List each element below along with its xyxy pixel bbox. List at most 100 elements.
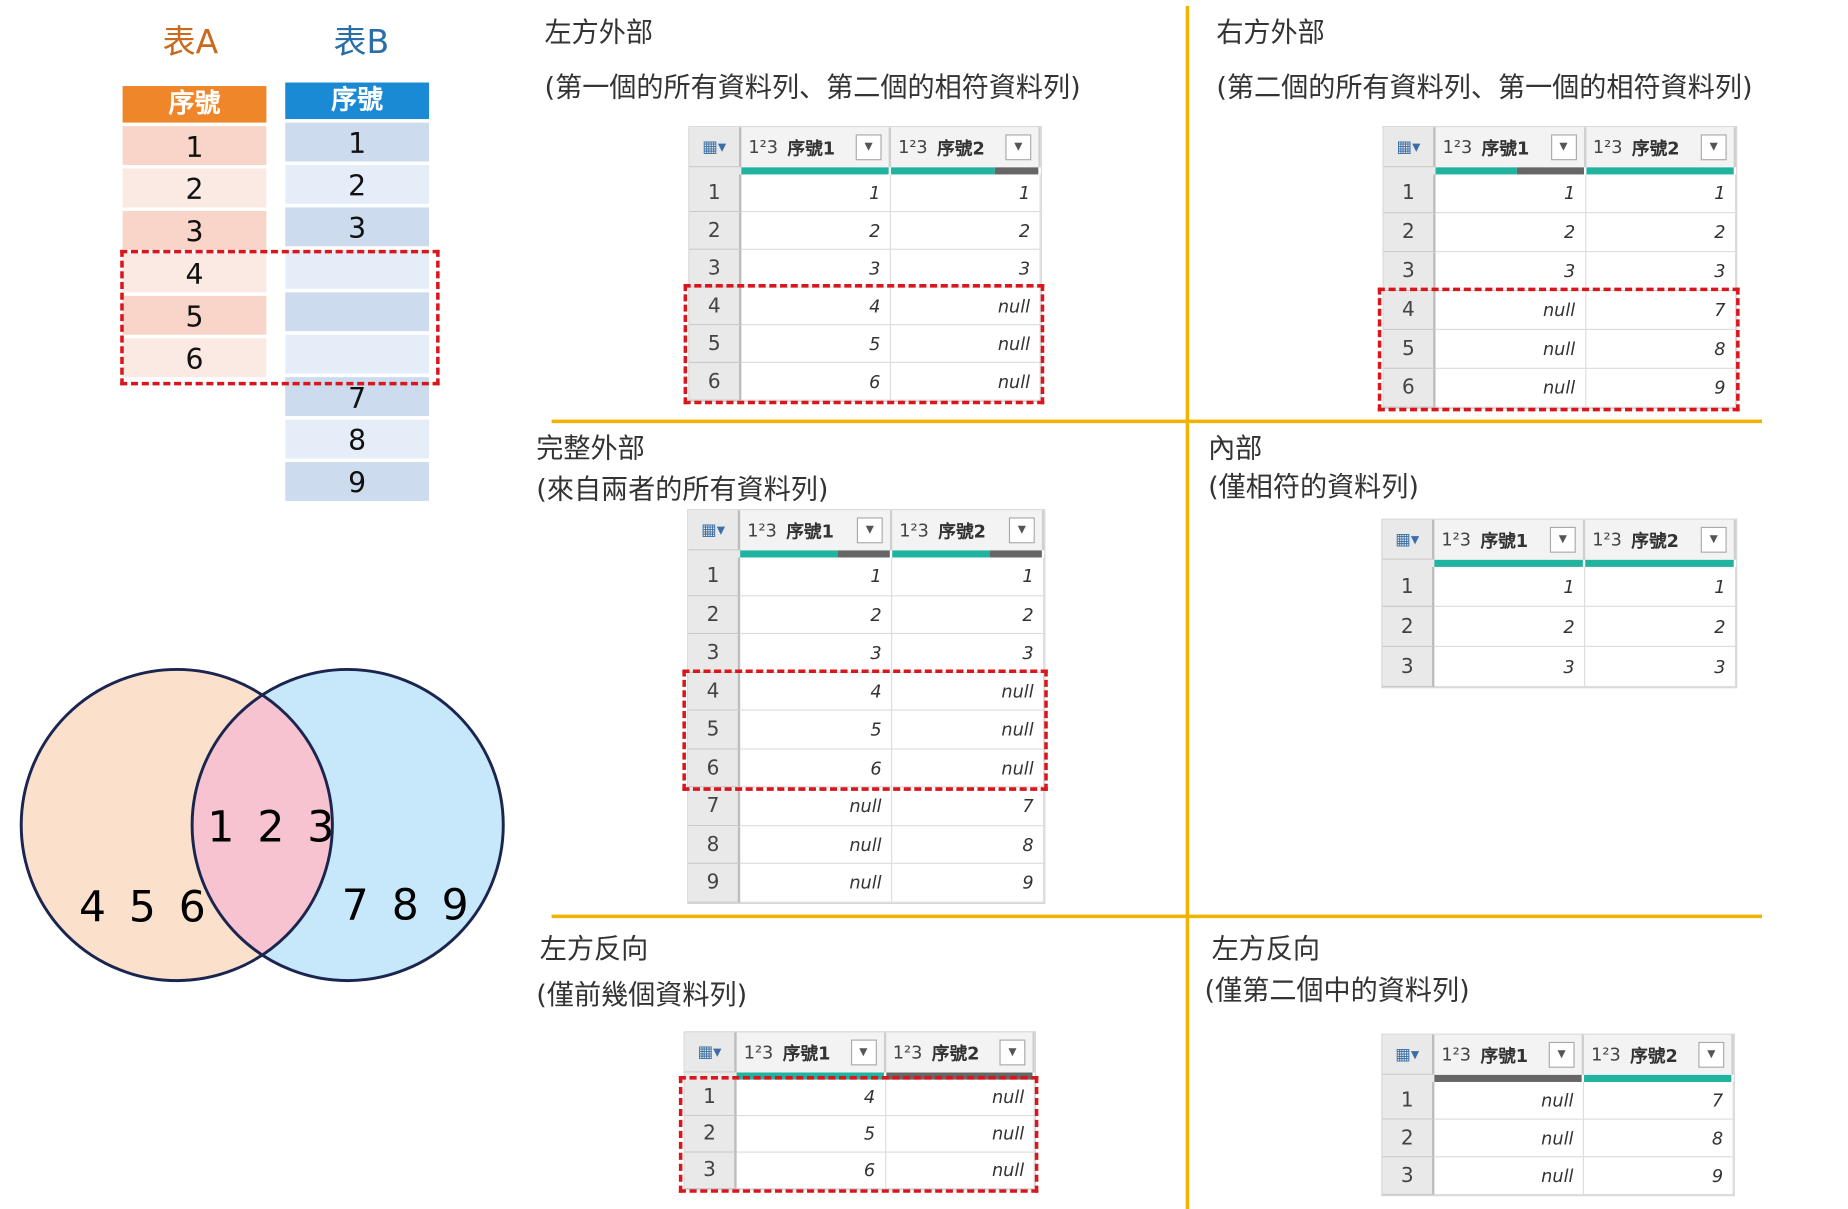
row-number: 3 bbox=[684, 1152, 737, 1190]
filter-dropdown-icon[interactable]: ▼ bbox=[1548, 1041, 1575, 1068]
table-cell: null bbox=[1434, 1081, 1585, 1120]
join-subtitle: (僅前幾個資料列) bbox=[536, 980, 748, 1012]
row-number: 4 bbox=[689, 287, 742, 326]
row-number: 2 bbox=[1382, 1119, 1435, 1158]
table-cell: null bbox=[892, 749, 1045, 788]
row-number: 6 bbox=[689, 363, 742, 401]
filter-dropdown-icon[interactable]: ▼ bbox=[999, 1039, 1026, 1066]
quality-indicator bbox=[740, 550, 893, 558]
column-name: 序號2 bbox=[931, 1042, 980, 1064]
table-b-title: 表B bbox=[333, 22, 390, 62]
column-name: 序號2 bbox=[938, 520, 986, 542]
table-cell: 1 bbox=[1585, 174, 1737, 214]
column-header[interactable]: 1²3 序號2 ▼ bbox=[886, 1032, 1035, 1073]
filter-dropdown-icon[interactable]: ▼ bbox=[856, 517, 883, 544]
filter-dropdown-icon[interactable]: ▼ bbox=[1700, 134, 1727, 161]
table-a-cell: 2 bbox=[122, 168, 267, 208]
column-name: 序號1 bbox=[1480, 529, 1529, 551]
filter-dropdown-icon[interactable]: ▼ bbox=[850, 1039, 877, 1066]
quality-indicator bbox=[1434, 1074, 1585, 1082]
number-type-icon: 1²3 bbox=[1441, 529, 1472, 551]
row-number: 1 bbox=[688, 557, 741, 596]
row-number: 3 bbox=[1383, 252, 1436, 292]
table-a-cell: 3 bbox=[122, 210, 267, 250]
table-cell: 4 bbox=[740, 672, 893, 711]
table-cell: 3 bbox=[741, 249, 892, 288]
table-icon[interactable]: ▦▾ bbox=[1382, 1034, 1435, 1075]
table-icon[interactable]: ▦▾ bbox=[1382, 519, 1435, 560]
venn-both-label: 1 2 3 bbox=[207, 803, 339, 853]
number-type-icon: 1²3 bbox=[892, 1041, 923, 1064]
column-name: 序號2 bbox=[1631, 137, 1680, 159]
quality-indicator bbox=[1434, 559, 1586, 567]
column-quality-bar bbox=[689, 167, 1041, 175]
table-cell: null bbox=[740, 863, 893, 903]
filter-dropdown-icon[interactable]: ▼ bbox=[1700, 526, 1727, 553]
table-cell: null bbox=[1434, 1157, 1585, 1196]
table-a-cell: 1 bbox=[122, 126, 267, 166]
venn-diagram bbox=[19, 667, 505, 983]
table-icon[interactable]: ▦▾ bbox=[684, 1032, 737, 1073]
table-cell: null bbox=[891, 287, 1041, 326]
venn-b-only-label: 7 8 9 bbox=[341, 881, 474, 930]
row-number: 3 bbox=[688, 634, 741, 673]
row-number: 5 bbox=[689, 325, 742, 364]
table-b-cell: 1 bbox=[285, 122, 430, 162]
filter-dropdown-icon[interactable]: ▼ bbox=[855, 134, 882, 161]
table-cell: 3 bbox=[1435, 252, 1586, 292]
table-cell: null bbox=[740, 787, 893, 826]
table-cell: null bbox=[891, 363, 1041, 401]
table-icon[interactable]: ▦▾ bbox=[688, 510, 741, 551]
filter-dropdown-icon[interactable]: ▼ bbox=[1005, 134, 1032, 161]
filter-dropdown-icon[interactable]: ▼ bbox=[1550, 134, 1577, 161]
row-number: 6 bbox=[1383, 368, 1436, 408]
number-type-icon: 1²3 bbox=[1442, 136, 1473, 158]
table-cell: 5 bbox=[736, 1116, 886, 1153]
join-title: 左方反向 bbox=[539, 934, 649, 966]
column-quality-bar bbox=[1383, 167, 1737, 175]
table-icon[interactable]: ▦▾ bbox=[689, 127, 742, 168]
table-cell: 2 bbox=[1434, 606, 1586, 648]
filter-dropdown-icon[interactable]: ▼ bbox=[1698, 1041, 1725, 1068]
table-b-header: 序號 bbox=[285, 82, 430, 120]
column-header[interactable]: 1²3 序號1 ▼ bbox=[1434, 519, 1586, 560]
filter-dropdown-icon[interactable]: ▼ bbox=[1008, 517, 1035, 544]
column-name: 序號1 bbox=[786, 520, 834, 542]
join-title: 左方反向 bbox=[1211, 934, 1321, 966]
table-icon[interactable]: ▦▾ bbox=[1383, 127, 1436, 168]
table-b-cell: 2 bbox=[285, 165, 430, 204]
table-cell: 8 bbox=[1584, 1119, 1734, 1158]
table-cell: 4 bbox=[736, 1079, 886, 1117]
join-title: 內部 bbox=[1208, 433, 1263, 465]
filter-dropdown-icon[interactable]: ▼ bbox=[1549, 526, 1576, 553]
table-cell: null bbox=[1435, 330, 1586, 369]
number-type-icon: 1²3 bbox=[743, 1041, 774, 1064]
row-number: 1 bbox=[1383, 174, 1436, 214]
table-a-cell: 4 bbox=[122, 253, 267, 293]
